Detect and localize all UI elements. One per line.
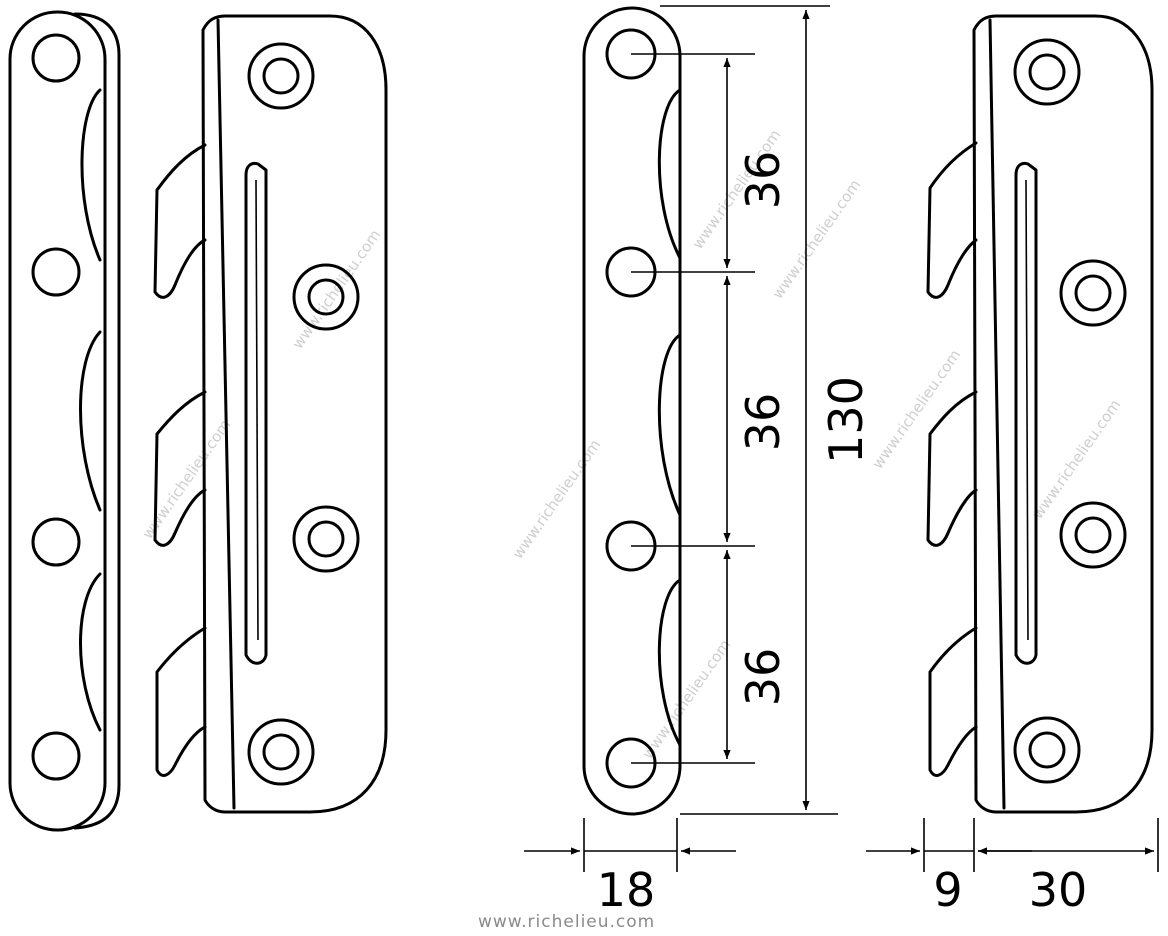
screw-hole <box>292 263 360 331</box>
watermark-text: www.richelieu.com <box>289 226 385 352</box>
screw-hole <box>292 505 360 573</box>
dimension-label: 36 <box>736 393 790 452</box>
screw-hole <box>31 33 81 83</box>
screw-hole <box>1013 38 1081 106</box>
screw-hole <box>31 247 81 297</box>
screw-hole <box>31 731 81 781</box>
screw-hole <box>1059 501 1127 569</box>
left-plate <box>8 10 121 832</box>
left-bracket <box>153 14 388 814</box>
dimension-label: 36 <box>736 648 790 707</box>
footer-url: www.richelieu.com <box>478 912 655 932</box>
total-length-dimension: 130 <box>660 5 873 815</box>
dimension-label: 130 <box>819 376 873 464</box>
plate-width-dimension: 18 <box>524 818 736 917</box>
dimension-label: 36 <box>736 151 790 210</box>
dimension-label: 18 <box>597 863 656 917</box>
screw-hole <box>31 517 81 567</box>
watermark-text: www.richelieu.com <box>1029 396 1125 522</box>
watermark-text: www.richelieu.com <box>509 436 605 562</box>
watermark-text: www.richelieu.com <box>639 636 735 762</box>
right-bracket <box>926 14 1154 814</box>
screw-hole <box>247 42 315 110</box>
spacing-dimensions: 36 36 36 <box>631 53 790 764</box>
screw-hole <box>1059 259 1127 327</box>
bracket-width-dimensions: 9 30 <box>866 818 1159 917</box>
dimension-label: 30 <box>1029 863 1088 917</box>
screw-hole <box>1013 716 1081 784</box>
middle-plate <box>582 6 682 816</box>
watermark-text: www.richelieu.com <box>139 416 235 542</box>
screw-hole <box>247 718 315 786</box>
dimension-label: 9 <box>933 863 962 917</box>
